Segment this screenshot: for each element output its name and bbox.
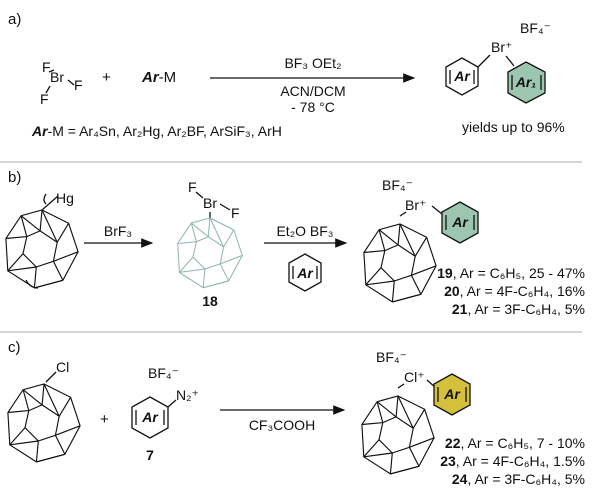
brf3-reagent: F Br F F (40, 59, 83, 107)
ar-ring (433, 373, 471, 416)
carborane-cage-hg: Hg (5, 190, 79, 289)
yield-note: yields up to 96% (462, 119, 565, 135)
tetrafluoroborate-anion: BF₄⁻ (382, 177, 413, 193)
arene-ring-label: Ar (296, 265, 314, 281)
compound-number: 7 (146, 447, 154, 463)
chloronium-center: Cl⁺ (404, 369, 425, 385)
chloro-carborane: Cl (7, 359, 81, 463)
arene-reagent: Ar (288, 253, 322, 292)
reaction-temperature: - 78 °C (291, 99, 335, 115)
aryl-metal-reagent: Ar-M (141, 69, 176, 86)
ar1-ring (507, 61, 546, 104)
tetrafluoroborate-anion: BF₄⁻ (520, 20, 551, 36)
entry-line: 22, Ar = C₆H₅, 7 - 10% (445, 435, 585, 451)
bromine-atom: Br (203, 195, 217, 211)
entry-line: 20, Ar = 4F-C₆H₄, 16% (444, 283, 585, 299)
section-c-label: c) (8, 339, 21, 356)
product-entries-b: 19, Ar = C₆H₅, 25 - 47% 20, Ar = 4F-C₆H₄… (437, 265, 585, 317)
diazonium-group: N₂⁺ (176, 387, 199, 403)
tetrafluoroborate-anion: BF₄⁻ (148, 365, 179, 381)
bromonium-center: Br⁺ (405, 197, 426, 213)
reaction-reagent: CF₃COOH (249, 417, 315, 433)
entry-line: 19, Ar = C₆H₅, 25 - 47% (437, 265, 585, 281)
ar-ring (441, 201, 479, 244)
ar-ring-label: Ar (443, 386, 461, 402)
reaction-reagent: BrF₃ (104, 223, 132, 239)
intermediate-18: F Br F 18 (177, 179, 243, 309)
ar-ring-label: Ar (141, 409, 159, 425)
fluorine-atom: F (231, 205, 240, 221)
reaction-solvent: ACN/DCM (280, 83, 345, 99)
aryl-ring-label: Ar (453, 68, 471, 84)
bromonium-center: Br⁺ (491, 39, 512, 55)
tetrafluoroborate-anion: BF₄⁻ (376, 349, 407, 365)
carboranyl-chloronium-product: BF₄⁻ Cl⁺ Ar (361, 349, 471, 475)
plus-sign: + (102, 69, 111, 86)
fluorine-atom: F (40, 91, 49, 107)
ar1-ring-label: Ar₁ (515, 74, 537, 90)
diaryl-bromonium-product: Ar Br⁺ BF₄⁻ Ar₁ (445, 20, 551, 104)
fluorine-atom: F (74, 77, 83, 93)
mercury-atom: Hg (56, 190, 74, 206)
chlorine-atom: Cl (56, 359, 69, 375)
aryl-diazonium-salt: BF₄⁻ Ar N₂⁺ 7 (131, 365, 199, 463)
entry-line: 24, Ar = 3F-C₆H₄, 5% (452, 471, 585, 487)
section-b-label: b) (8, 169, 21, 186)
fluorine-atom: F (188, 179, 197, 195)
bromine-atom: Br (50, 69, 64, 85)
reaction-reagent: Et₂O BF₃ (276, 223, 333, 239)
fluorine-atom: F (42, 59, 51, 75)
section-a-label: a) (8, 11, 21, 28)
entry-line: 23, Ar = 4F-C₆H₄, 1.5% (440, 453, 585, 469)
ar-ring-label: Ar (451, 214, 469, 230)
compound-number: 18 (202, 293, 218, 309)
carboranyl-bromonium-product: BF₄⁻ Br⁺ Ar (363, 177, 479, 303)
aryl-metal-definition: Ar-M = Ar₄Sn, Ar₂Hg, Ar₂BF, ArSiF₃, ArH (31, 123, 282, 139)
plus-sign: + (100, 411, 109, 428)
reaction-reagent: BF₃ OEt₂ (284, 55, 341, 71)
entry-line: 21, Ar = 3F-C₆H₄, 5% (452, 301, 585, 317)
product-entries-c: 22, Ar = C₆H₅, 7 - 10% 23, Ar = 4F-C₆H₄,… (440, 435, 585, 487)
